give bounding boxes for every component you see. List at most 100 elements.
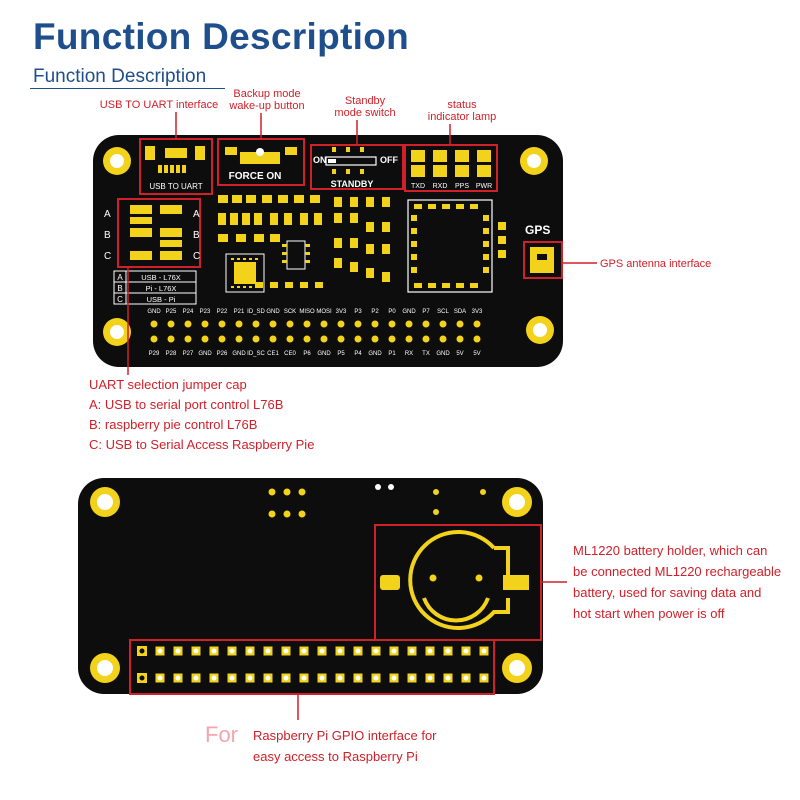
gpio-interface-highlight (129, 639, 495, 695)
jumper-pads (130, 205, 182, 260)
pin-label: P25 (166, 309, 177, 315)
pin-label: P21 (234, 309, 245, 315)
uart-note-b: B: raspberry pie control L76B (89, 417, 258, 432)
gpio-pad-hole (427, 648, 433, 654)
pin-labels-top: GND P25 P24 P23 P22 P21 ID_SD GND SCK MI… (147, 309, 483, 315)
pin-label: P27 (183, 351, 194, 357)
legend-text-c: USB - Pi (147, 295, 176, 304)
pin-label: CE1 (267, 351, 279, 357)
standby-callout-line2: mode switch (334, 107, 396, 119)
gpio-pad-hole (355, 648, 361, 654)
pin-label: 5V (456, 351, 463, 357)
standby-switch-callout: Standby mode switch (320, 95, 410, 119)
gpio-pad-hole (445, 675, 451, 681)
title-underline (30, 88, 225, 89)
gpio-pad-hole (211, 648, 217, 654)
pin-label: TX (422, 351, 430, 357)
gpio-pad-hole (373, 675, 379, 681)
gpio-pad-hole (409, 648, 415, 654)
backup-callout-line2: wake-up button (229, 100, 305, 112)
backup-button-callout: Backup mode wake-up button (222, 88, 312, 112)
pin-label: MOSI (316, 309, 332, 315)
uart-note-c: C: USB to Serial Access Raspberry Pie (89, 437, 315, 452)
switch-on-label: ON (313, 155, 327, 165)
gpio-pad-hole (193, 648, 199, 654)
status-callout-line1: status (447, 99, 477, 111)
pin-label: GND (436, 351, 450, 357)
status-callout-line2: indicator lamp (427, 111, 497, 123)
pin-label: 3V3 (472, 309, 483, 315)
gpio-pad-hole (319, 675, 325, 681)
pin-label: GND (198, 351, 212, 357)
jumper-row-a-right: A (193, 209, 200, 220)
uart-note-a: A: USB to serial port control L76B (89, 397, 284, 412)
battery-smile-contact (422, 597, 490, 623)
pin-label: P5 (337, 351, 345, 357)
usb-port-icon (165, 148, 187, 158)
gpio-pad-hole (265, 648, 271, 654)
legend-key-b: B (117, 284, 122, 293)
pin-label: P23 (200, 309, 211, 315)
bottom-gpio-pads (137, 646, 489, 683)
battery-tab-left (380, 575, 400, 590)
gpio-pad-hole (301, 648, 307, 654)
led-label-rxd: RXD (433, 183, 448, 190)
battery-holder-outline (408, 530, 510, 630)
led-label-pps: PPS (455, 183, 469, 190)
pin-label: GND (317, 351, 331, 357)
gpio-pad-hole (445, 648, 451, 654)
battery-note: ML1220 battery holder, which can be conn… (573, 540, 781, 624)
gps-antenna-callout: GPS antenna interface (600, 258, 712, 270)
battery-note-line3: battery, used for saving data and (573, 585, 762, 600)
gpio-pad-hole (463, 675, 469, 681)
pin-label: P24 (183, 309, 194, 315)
gpio-pad-hole (175, 675, 181, 681)
legend-text-b: Pi - L76X (146, 284, 177, 293)
pin-label: RX (405, 351, 413, 357)
force-on-silk-label: FORCE ON (229, 171, 282, 182)
gpio-pad-hole (319, 648, 325, 654)
bottom-board (78, 478, 567, 720)
gpio-pad-hole (157, 675, 163, 681)
gpio-pad-hole (391, 675, 397, 681)
pin-label: GND (147, 309, 161, 315)
pin-label: P2 (371, 309, 379, 315)
led-label-txd: TXD (411, 183, 425, 190)
page-title: Function Description (33, 16, 409, 57)
slide-switch-icon (325, 156, 377, 166)
pin-label: ID_SC (247, 351, 265, 357)
gpio-pad-hole (481, 648, 487, 654)
battery-note-line1: ML1220 battery holder, which can (573, 543, 768, 558)
pin-label: P26 (217, 351, 228, 357)
pin-label: GND (402, 309, 416, 315)
status-lamp-callout: status indicator lamp (412, 99, 512, 123)
pin-label: GND (266, 309, 280, 315)
gps-antenna-highlight (523, 241, 563, 279)
pin-label: CE0 (284, 351, 296, 357)
uart-notes: UART selection jumper cap A: USB to seri… (89, 375, 314, 455)
bottom-pcb (78, 478, 543, 694)
led-label-pwr: PWR (476, 183, 492, 190)
pin-label: P29 (149, 351, 160, 357)
pin-label: P0 (388, 309, 396, 315)
gpio-pad-hole (283, 675, 289, 681)
jumper-row-c-right: C (193, 251, 200, 262)
gpio-note: Raspberry Pi GPIO interface for easy acc… (253, 725, 437, 767)
legend-text-a: USB - L76X (141, 273, 181, 282)
gpio-pad-hole (337, 675, 343, 681)
gps-silk-label: GPS (525, 223, 550, 237)
small-ic (282, 240, 310, 270)
gpio-pad-hole (265, 675, 271, 681)
gpio-for-prefix: For (205, 722, 238, 747)
gpio-pad-hole (355, 675, 361, 681)
pin-label: P1 (388, 351, 396, 357)
pin-label: SDA (454, 309, 466, 315)
pin-label: P22 (217, 309, 228, 315)
gpio-note-line2: easy access to Raspberry Pi (253, 749, 418, 764)
gpio-pad-hole (373, 648, 379, 654)
gpio-pad-hole (157, 648, 163, 654)
status-led-highlight (404, 144, 498, 192)
pin-label: GND (368, 351, 382, 357)
bottom-mounting-holes (90, 487, 532, 683)
